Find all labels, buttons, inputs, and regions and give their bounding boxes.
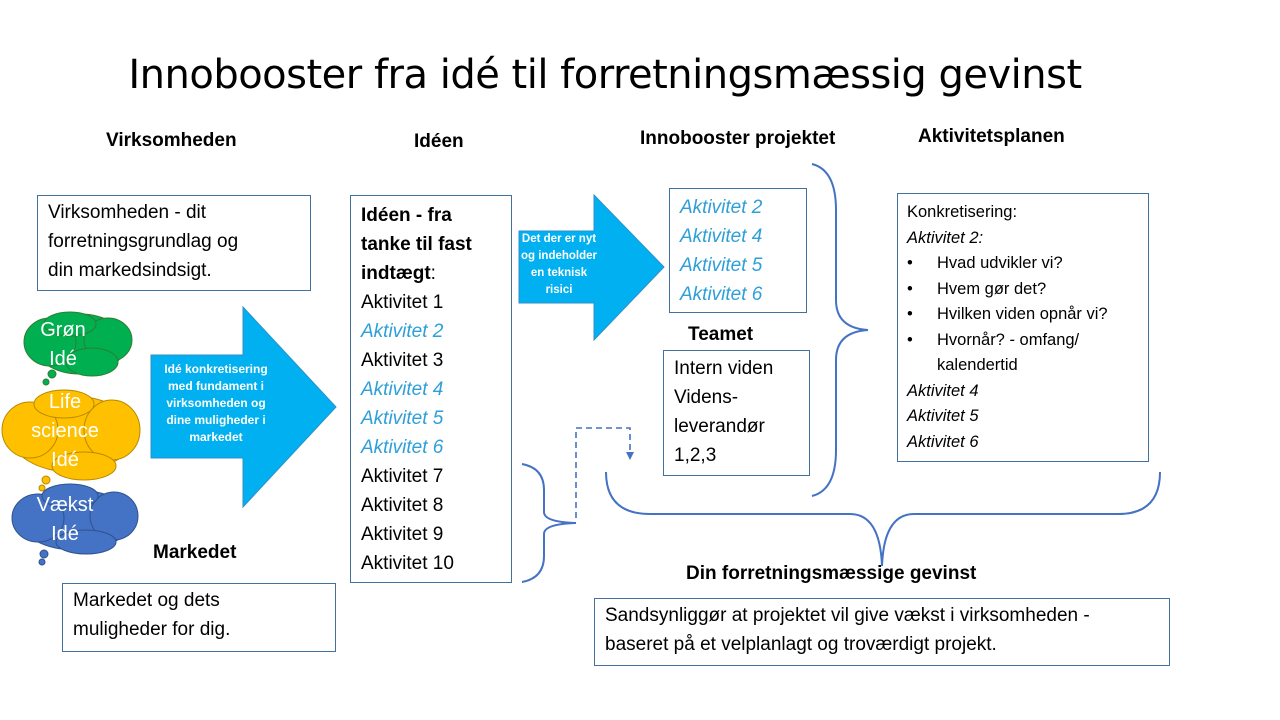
ideen-title-line: indtægt:: [361, 263, 436, 284]
gevinst-box: Sandsynliggør at projektet vil give væks…: [594, 598, 1170, 666]
projekt-activity: Aktivitet 4: [680, 226, 763, 247]
cloud-yellow-shape: [1, 389, 141, 492]
cloud-blue-shape: [11, 483, 139, 566]
markedet-box: Markedet og dets muligheder for dig.: [62, 583, 336, 652]
teamet-line: 1,2,3: [674, 445, 717, 466]
projekt-box: Aktivitet 2 Aktivitet 4 Aktivitet 5 Akti…: [669, 188, 807, 313]
arrow-small: [518, 193, 665, 342]
plan-intro: Konkretisering:: [907, 203, 1018, 221]
cloud-green-shape: [23, 311, 133, 386]
heading-projektet: Innobooster projektet: [640, 128, 836, 149]
teamet-box: Intern viden Videns- leverandør 1,2,3: [663, 350, 810, 476]
ideen-activity: Aktivitet 3: [361, 350, 444, 371]
heading-teamet: Teamet: [688, 324, 754, 345]
projekt-activity: Aktivitet 5: [680, 255, 763, 276]
heading-virksomheden: Virksomheden: [106, 130, 237, 151]
brace-gevinst: [605, 471, 1161, 567]
dashed-arrowhead: [626, 452, 634, 460]
ideen-activity: Aktivitet 7: [361, 466, 444, 487]
gevinst-line: baseret på et velplanlagt og troværdigt …: [605, 634, 997, 655]
ideen-title-line: tanke til fast: [361, 234, 472, 255]
ideen-box: Idéen - fra tanke til fast indtægt: Akti…: [350, 195, 512, 583]
ideen-activity: Aktivitet 4: [361, 379, 444, 400]
ideen-activity: Aktivitet 2: [361, 321, 444, 342]
plan-other: Aktivitet 4: [907, 381, 979, 400]
dashed-connector: [575, 427, 631, 518]
teamet-line: leverandør: [674, 416, 765, 437]
teamet-line: Videns-: [674, 387, 739, 408]
ideen-activity: Aktivitet 9: [361, 524, 444, 545]
plan-box: Konkretisering: Aktivitet 2: •Hvad udvik…: [897, 193, 1149, 462]
plan-other: Aktivitet 6: [907, 432, 979, 451]
plan-bullet: •Hvornår? - omfang/: [907, 330, 1080, 349]
markedet-line: muligheder for dig.: [73, 619, 231, 640]
heading-markedet: Markedet: [153, 542, 237, 563]
heading-ideen: Idéen: [414, 131, 464, 152]
brace-project: [811, 163, 869, 497]
heading-gevinst: Din forretningsmæssige gevinst: [686, 563, 977, 584]
ideen-activity: Aktivitet 5: [361, 408, 444, 429]
projekt-activity: Aktivitet 6: [680, 284, 763, 305]
plan-bullet: •Hvad udvikler vi?: [907, 254, 1063, 272]
virksomheden-box: Virksomheden - dit forretningsgrundlag o…: [37, 195, 311, 291]
plan-bullet: •Hvem gør det?: [907, 279, 1047, 298]
virksomheden-line: forretningsgrundlag og: [48, 231, 239, 252]
plan-sub: Aktivitet 2:: [907, 228, 984, 247]
teamet-line: Intern viden: [674, 358, 774, 379]
plan-other: Aktivitet 5: [907, 407, 979, 425]
virksomheden-line: din markedsindsigt.: [48, 260, 212, 281]
brace-ideen: [521, 463, 577, 583]
page-title: Innobooster fra idé til forretningsmæssi…: [128, 52, 1082, 98]
heading-aktivitetsplanen: Aktivitetsplanen: [918, 126, 1065, 147]
virksomheden-line: Virksomheden - dit: [48, 202, 207, 223]
ideen-activity: Aktivitet 10: [361, 553, 454, 574]
markedet-line: Markedet og dets: [73, 590, 220, 611]
ideen-activity: Aktivitet 8: [361, 495, 444, 516]
projekt-activity: Aktivitet 2: [680, 197, 763, 218]
ideen-activity: Aktivitet 1: [361, 292, 444, 313]
arrow-big: [150, 305, 337, 509]
plan-bullet-cont: kalendertid: [937, 356, 1018, 374]
plan-bullet: •Hvilken viden opnår vi?: [907, 305, 1108, 323]
gevinst-line: Sandsynliggør at projektet vil give væks…: [605, 605, 1090, 626]
ideen-activity: Aktivitet 6: [361, 437, 444, 458]
ideen-title-line: Idéen - fra: [361, 205, 452, 226]
